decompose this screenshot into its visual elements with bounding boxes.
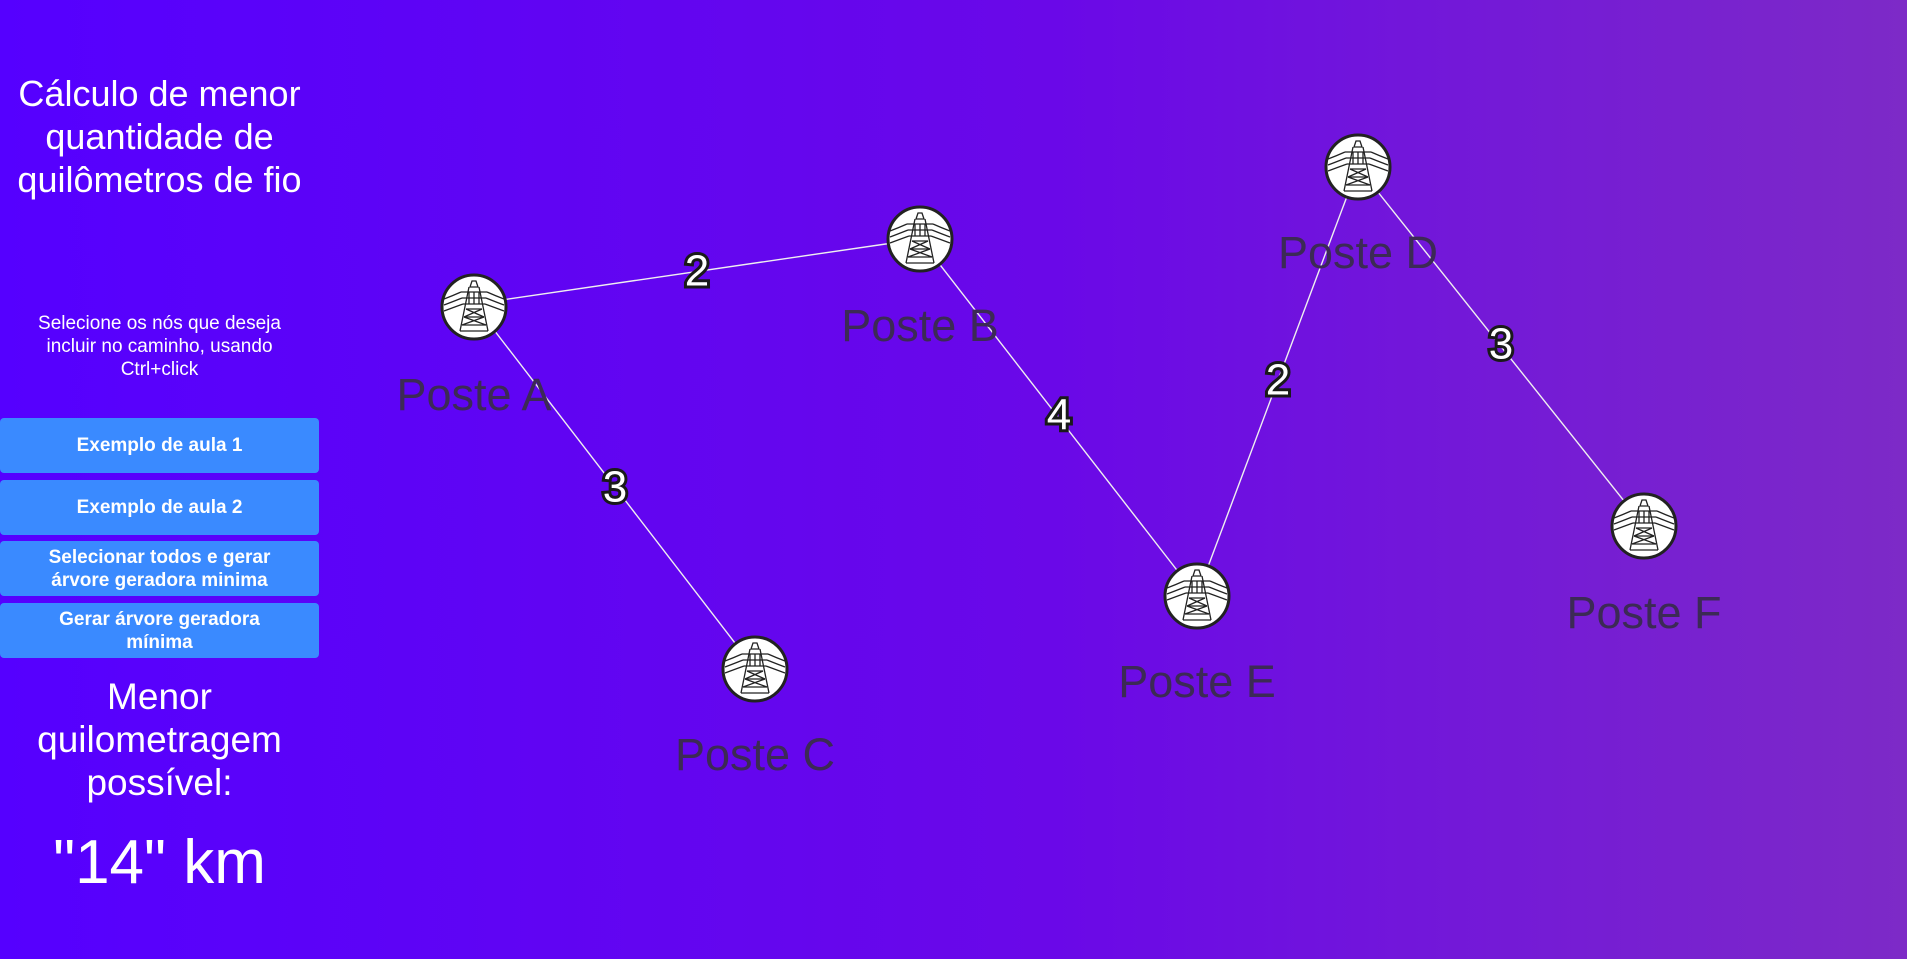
example-1-button[interactable]: Exemplo de aula 1 <box>0 418 319 473</box>
generate-mst-button[interactable]: Gerar árvore geradora mínima <box>0 603 319 658</box>
node-label: Poste A <box>396 369 551 420</box>
edge-weight-d-f: 3 <box>1489 320 1513 369</box>
select-all-generate-mst-button[interactable]: Selecionar todos e gerar árvore geradora… <box>0 541 319 596</box>
sidebar: Cálculo de menor quantidade de quilômetr… <box>0 0 319 959</box>
edge-a-c[interactable] <box>473 303 756 670</box>
weights-layer: 2 3 4 2 3 <box>600 244 1516 515</box>
node-poste-c[interactable]: Poste C <box>675 635 835 780</box>
node-poste-d[interactable]: Poste D <box>1278 133 1438 278</box>
node-poste-a[interactable]: Poste A <box>396 273 552 420</box>
node-label: Poste C <box>675 729 835 780</box>
node-poste-f[interactable]: Poste F <box>1566 492 1722 638</box>
node-label: Poste F <box>1566 587 1721 638</box>
edges-layer <box>473 166 1645 670</box>
edge-e-d[interactable] <box>1196 166 1359 597</box>
edge-weight-a-b: 2 <box>685 247 709 296</box>
edge-d-f[interactable] <box>1357 166 1645 527</box>
node-label: Poste D <box>1278 227 1438 278</box>
node-poste-e[interactable]: Poste E <box>1118 562 1276 707</box>
result-label: Menor quilometragem possível: <box>37 676 282 803</box>
example-2-button[interactable]: Exemplo de aula 2 <box>0 480 319 535</box>
page-title: Cálculo de menor quantidade de quilômetr… <box>17 73 302 200</box>
node-label: Poste B <box>841 300 999 351</box>
edge-weight-b-e: 4 <box>1047 391 1071 440</box>
edge-weight-a-c: 3 <box>603 463 627 512</box>
node-label: Poste E <box>1118 656 1276 707</box>
edge-weight-e-d: 2 <box>1266 356 1290 405</box>
node-poste-b[interactable]: Poste B <box>841 205 999 351</box>
instructions-text: Selecione os nós que deseja incluir no c… <box>38 313 281 380</box>
edge-b-e[interactable] <box>919 238 1198 597</box>
result-value: "14" km <box>53 828 266 897</box>
edge-a-b[interactable] <box>473 238 921 305</box>
